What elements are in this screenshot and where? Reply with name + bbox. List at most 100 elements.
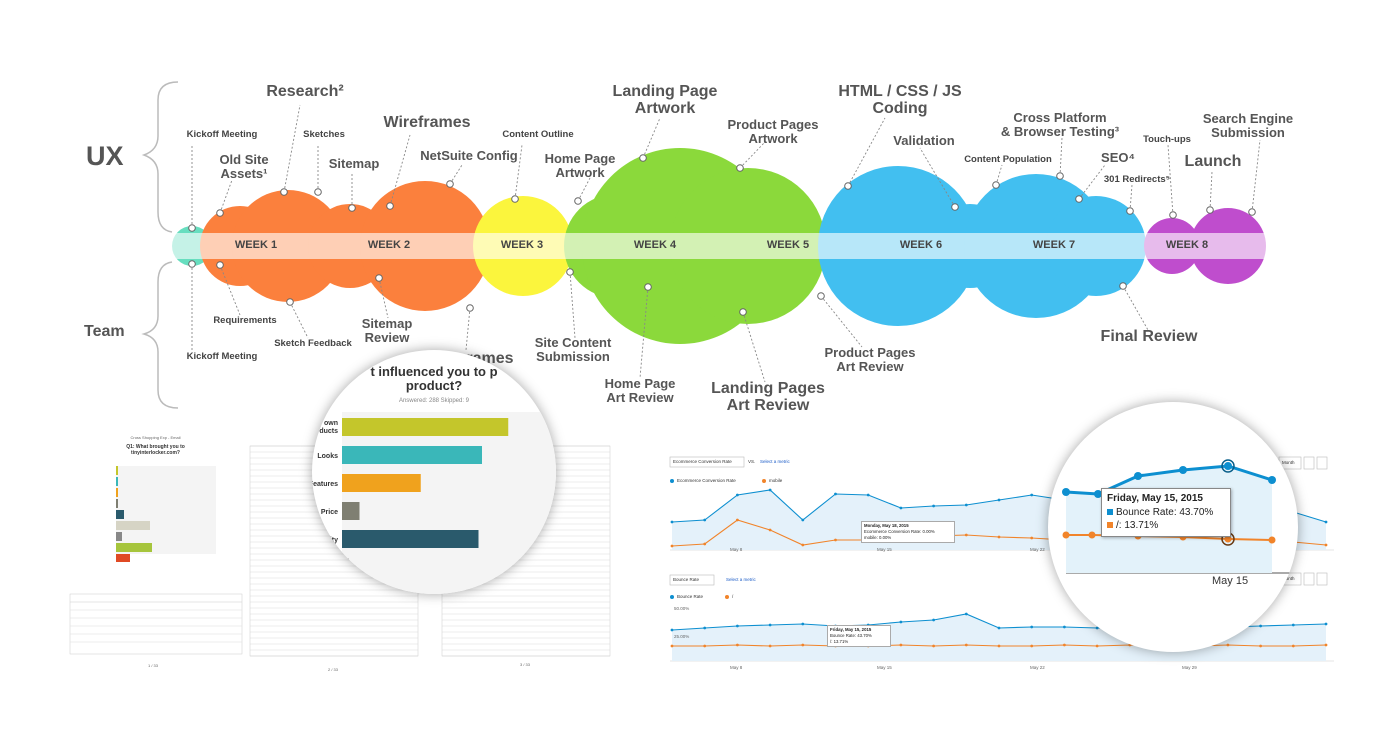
series-point bbox=[964, 612, 968, 616]
zoom-tooltip-line1-text: Bounce Rate: 43.70% bbox=[1116, 506, 1214, 518]
week-6-label: WEEK 6 bbox=[899, 239, 943, 251]
survey-answered: Answered: 288 Skipped: 9 bbox=[398, 398, 470, 404]
series-point bbox=[834, 492, 837, 496]
series-point bbox=[1291, 644, 1295, 648]
survey-thumbnail-1: Cross Shopping Exp - Email Q1: What brou… bbox=[68, 432, 243, 672]
ux-lane-label: UX bbox=[86, 141, 124, 171]
series-point bbox=[1030, 644, 1034, 648]
zoom-orange-line bbox=[1066, 534, 1273, 541]
survey-bar-label: Features bbox=[312, 481, 338, 488]
label-validation: Validation bbox=[893, 133, 955, 148]
legend-label-1a: Ecommerce Conversion Rate bbox=[677, 478, 736, 483]
week-8-label: WEEK 8 bbox=[1165, 239, 1209, 251]
series-point bbox=[1030, 493, 1034, 497]
series-point bbox=[670, 520, 674, 524]
series-point bbox=[997, 644, 1001, 648]
label-final-review: Final Review bbox=[1100, 328, 1198, 345]
zoom-blue-point bbox=[1062, 488, 1070, 496]
tooltip-1-line1: Ecommerce Conversion Rate: 0.00% bbox=[864, 529, 935, 535]
series-point bbox=[1226, 643, 1230, 647]
tooltip-1-date: Monday, May 18, 2015 bbox=[864, 523, 909, 528]
series-point bbox=[932, 504, 935, 508]
label-home-artwork-line2: Artwork bbox=[555, 164, 605, 180]
tooltip-2-line1: Bounce Rate: 43.70% bbox=[830, 633, 872, 639]
series-point bbox=[866, 493, 870, 497]
label-seo: SEO⁴ bbox=[1101, 150, 1135, 165]
zoom-blue-line bbox=[1065, 464, 1273, 496]
label-product-review-line1: Product Pages bbox=[824, 345, 916, 360]
week-4-label: WEEK 4 bbox=[633, 239, 677, 251]
label-sketch-feedback: Sketch Feedback bbox=[274, 338, 352, 349]
series-point bbox=[899, 620, 903, 624]
series-point bbox=[768, 623, 772, 627]
tooltip-2-line2: /: 13.71% bbox=[830, 639, 849, 645]
label-cross-platform: Cross Platform& Browser Testing³ bbox=[1001, 111, 1119, 138]
zoom-tooltip: Friday, May 15, 2015 Bounce Rate: 43.70%… bbox=[1101, 488, 1231, 537]
series-point bbox=[736, 518, 739, 522]
metric-select-2[interactable]: Bounce Rate bbox=[673, 577, 700, 582]
legend-dot-2a bbox=[670, 595, 674, 599]
zoom-axis-label: May 15 bbox=[1212, 575, 1249, 587]
series-point bbox=[1063, 625, 1066, 629]
zoom-orange-point bbox=[1088, 531, 1096, 539]
series-point bbox=[703, 518, 707, 522]
label-cross-platform-line2: & Browser Testing³ bbox=[1000, 123, 1120, 139]
week-3-label: WEEK 3 bbox=[500, 239, 544, 251]
label-search-engine-line1: Search Engine bbox=[1202, 111, 1294, 126]
select-metric-link-1[interactable]: Select a metric bbox=[760, 459, 790, 464]
month-button-1[interactable]: Month bbox=[1282, 460, 1295, 465]
survey-question-line1: t influenced you to p bbox=[370, 364, 498, 379]
label-landing-review-line1: Landing Pages bbox=[711, 380, 825, 397]
zoom-legend-blue-icon bbox=[1107, 508, 1113, 515]
survey-bar bbox=[342, 558, 349, 576]
metric-select-1[interactable]: Ecommerce Conversion Rate bbox=[673, 459, 732, 464]
series-point bbox=[768, 644, 772, 648]
series-point bbox=[1259, 644, 1262, 648]
label-landing-review-line2: Art Review bbox=[726, 396, 810, 414]
zoom-highlight-blue bbox=[1221, 459, 1235, 473]
zoom-blue-point bbox=[1134, 472, 1142, 480]
legend-dot-1a bbox=[670, 479, 674, 483]
label-old-site-line2: Assets¹ bbox=[220, 165, 268, 181]
week-1-label: WEEK 1 bbox=[234, 239, 278, 251]
x-label-may-22b: May 22 bbox=[1030, 665, 1045, 670]
series-point bbox=[670, 628, 674, 632]
series-point bbox=[801, 622, 805, 626]
series-point bbox=[703, 542, 707, 546]
series-point bbox=[801, 643, 805, 647]
series-point bbox=[932, 618, 935, 622]
series-point bbox=[964, 533, 968, 537]
legend-dot-2b bbox=[725, 595, 729, 599]
x-label-may-15b: May 15 bbox=[877, 665, 892, 670]
label-kickoff-team: Kickoff Meeting bbox=[186, 351, 258, 362]
legend-label-2a: Bounce Rate bbox=[677, 594, 704, 599]
label-wireframes: Wireframes bbox=[383, 114, 471, 131]
label-home-artwork-line1: Home Page bbox=[544, 151, 616, 166]
label-product-artwork-line2: Artwork bbox=[748, 130, 798, 146]
series-point bbox=[997, 498, 1001, 502]
series-point bbox=[1324, 543, 1328, 547]
series-point bbox=[997, 626, 1001, 630]
survey-bar bbox=[342, 474, 421, 492]
series-point bbox=[736, 493, 739, 497]
zoom-blue-point bbox=[1224, 462, 1232, 470]
zoom-legend-orange-icon bbox=[1107, 522, 1113, 528]
survey-bar-label: Price bbox=[321, 509, 338, 516]
select-metric-link-2[interactable]: Select a metric bbox=[726, 577, 756, 582]
label-product-artwork-line1: Product Pages bbox=[727, 117, 819, 132]
label-content-outline: Content Outline bbox=[502, 129, 574, 140]
zoom-tooltip-line2-text: /: 13.71% bbox=[1116, 520, 1159, 531]
series-point bbox=[964, 643, 968, 647]
month-button-2[interactable]: Month bbox=[1282, 576, 1295, 581]
survey-bar-label: ality bbox=[324, 537, 338, 544]
label-touch-ups: Touch-ups bbox=[1143, 134, 1191, 145]
series-point bbox=[1324, 643, 1328, 647]
